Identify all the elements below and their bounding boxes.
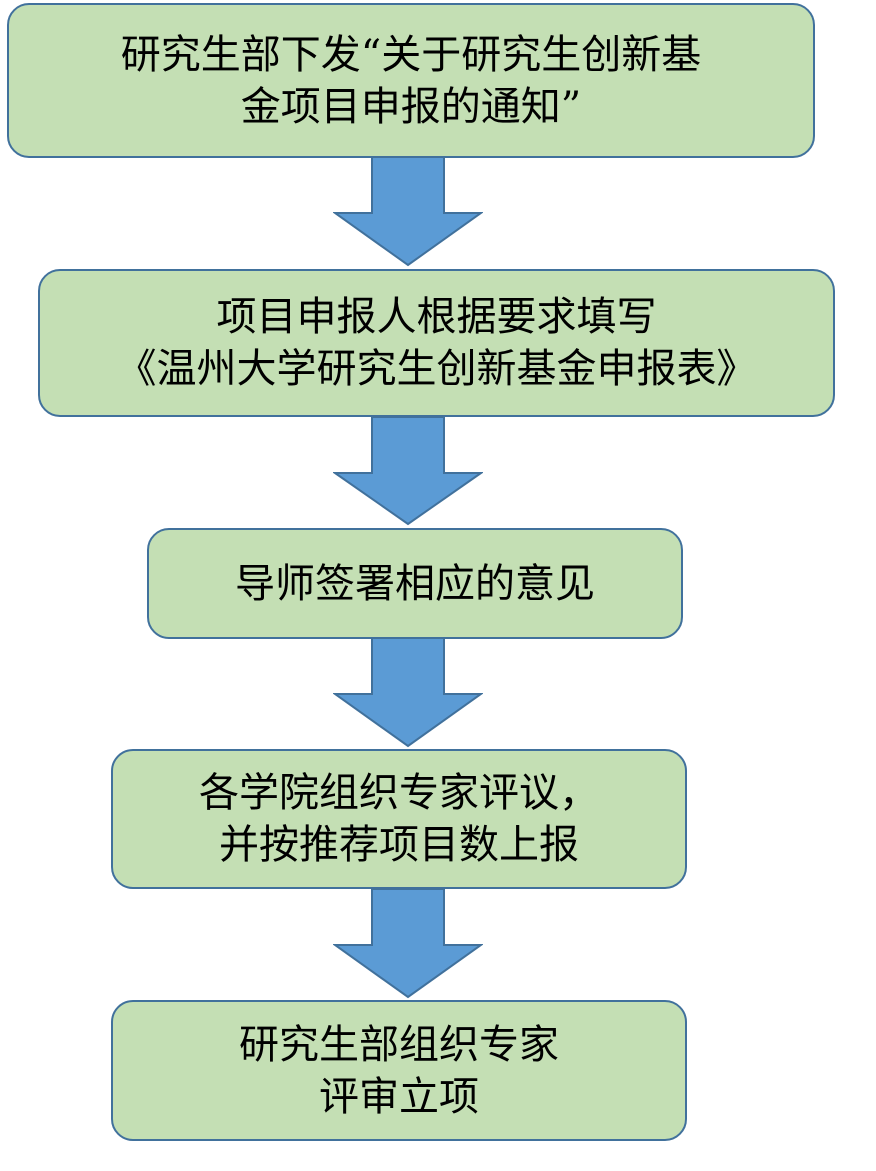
step-3-line-1: 导师签署相应的意见 <box>235 560 595 607</box>
step-5-line-2: 评审立项 <box>319 1073 479 1120</box>
step-4-line-2: 并按推荐项目数上报 <box>219 822 579 868</box>
step-1-box: 研究生部下发“关于研究生创新基 金项目申报的通知” <box>7 3 815 158</box>
down-arrow-icon <box>333 417 483 526</box>
step-4-line-1: 各学院组织专家评议， <box>199 770 599 816</box>
step-5-line-1: 研究生部组织专家 <box>239 1021 559 1068</box>
down-arrow-icon <box>333 638 483 748</box>
down-arrow-icon <box>333 157 483 267</box>
step-3-box: 导师签署相应的意见 <box>147 528 683 639</box>
step-4-box: 各学院组织专家评议， 并按推荐项目数上报 <box>111 749 687 889</box>
step-1-line-1: 研究生部下发“关于研究生创新基 <box>120 31 702 78</box>
step-2-box: 项目申报人根据要求填写 《温州大学研究生创新基金申报表》 <box>38 269 835 417</box>
step-2-line-1: 项目申报人根据要求填写 <box>216 294 657 340</box>
step-5-box: 研究生部组织专家 评审立项 <box>111 1000 687 1141</box>
step-1-line-2: 金项目申报的通知” <box>240 83 582 130</box>
down-arrow-icon <box>333 889 483 999</box>
step-2-line-2: 《温州大学研究生创新基金申报表》 <box>116 346 757 392</box>
